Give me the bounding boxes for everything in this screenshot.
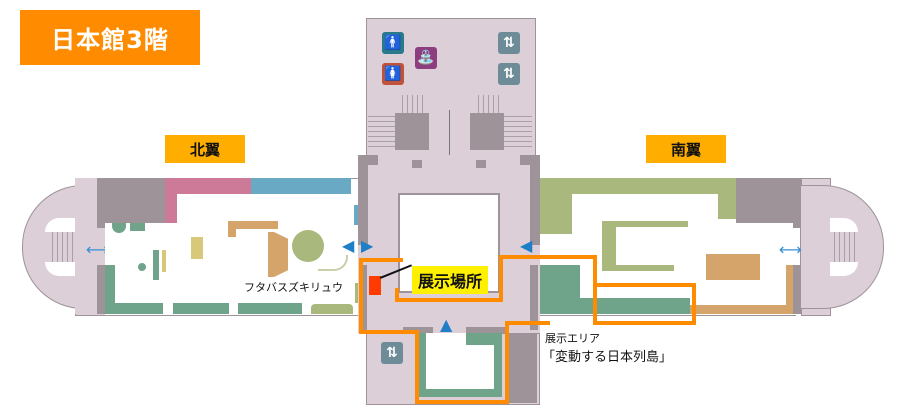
drinking-fountain-icon: ⛲ (415, 47, 437, 69)
exhibit-zone-olive (540, 178, 736, 194)
display-case (162, 250, 166, 272)
exhibit-zone-pink (165, 178, 251, 194)
exhibit-zone-green (540, 298, 690, 314)
exhibit-outline (505, 321, 550, 325)
wall (362, 265, 367, 330)
exhibit-zone-blue (251, 178, 351, 194)
wall (505, 333, 537, 403)
exhibit-outline (359, 258, 403, 334)
pillar (476, 160, 486, 168)
elevator-icon: ⇅ (381, 342, 403, 364)
north-wing-label: 北翼 (165, 135, 245, 163)
display-case (191, 237, 203, 259)
specimen-label: フタバスズキリュウ (244, 281, 343, 294)
staircase (48, 230, 76, 262)
display-case (602, 221, 688, 227)
display-wall (311, 304, 353, 314)
wall (466, 327, 506, 334)
wall (358, 155, 378, 165)
exhibit-area-title: 「変動する日本列島」 (542, 350, 673, 365)
wall (97, 178, 105, 228)
elevator-icon: ⇅ (498, 63, 520, 85)
stair-void (830, 262, 858, 276)
exhibit-zone-olive (718, 194, 736, 219)
staircase (830, 230, 856, 262)
left-arrow-icon: ◀ (342, 236, 355, 255)
south-wing-label: 南翼 (646, 135, 726, 163)
wall (520, 155, 540, 165)
display-wall (173, 303, 229, 314)
display-case (112, 223, 126, 233)
display-case (130, 223, 145, 231)
elevator-icon: ⇅ (498, 32, 520, 54)
floor-gap (426, 345, 494, 389)
exhibit-outline (499, 255, 597, 292)
display-case (602, 265, 674, 271)
exhibit-outline (359, 330, 419, 334)
display-wall (690, 305, 786, 314)
display-wall (355, 283, 358, 303)
wall (530, 155, 540, 245)
exhibit-location-label: 展示場所 (412, 266, 489, 294)
stairwell (470, 113, 504, 150)
two-way-arrow-icon: ⟷ (86, 240, 109, 259)
display-wall (105, 303, 163, 314)
display-case (706, 254, 760, 280)
exhibit-area-caption: 展示エリア (545, 332, 600, 345)
two-way-arrow-icon: ⟷ (779, 240, 802, 259)
display-case (602, 221, 616, 271)
left-arrow-icon: ◀ (520, 236, 533, 255)
staircase (398, 95, 424, 113)
exhibit-outline (415, 400, 509, 404)
stair-void (45, 218, 75, 232)
up-arrow-icon: ▲ (440, 315, 453, 334)
wall (105, 178, 165, 223)
staircase (474, 95, 500, 113)
stair-direction-line (449, 110, 450, 155)
display-case (138, 263, 146, 271)
exhibit-outline (395, 288, 503, 302)
exhibit-outline (505, 325, 509, 404)
display-case (228, 221, 278, 229)
wall (358, 155, 368, 245)
wall (530, 265, 538, 330)
stair-void (45, 262, 75, 276)
floor-title: 日本館3階 (20, 10, 200, 65)
wall (97, 265, 105, 314)
wall (793, 178, 801, 228)
display-wall (238, 303, 302, 314)
exhibit-zone-pink (165, 194, 177, 223)
display-case (228, 221, 236, 237)
display-wall (786, 265, 796, 314)
display-case (268, 232, 288, 277)
exhibit-zone-blue (354, 205, 358, 225)
mens-restroom-icon: 🚹 (382, 32, 404, 54)
display-case (153, 250, 159, 280)
womens-restroom-icon: 🚺 (382, 63, 404, 85)
stairwell (395, 113, 429, 150)
stair-void (830, 218, 858, 232)
display-wall (105, 265, 115, 314)
right-arrow-icon: ▶ (361, 236, 374, 255)
exhibit-zone-olive (540, 194, 572, 234)
exhibit-outline (593, 283, 696, 325)
exhibit-location-marker (369, 276, 381, 295)
wall (793, 265, 801, 314)
exhibit-outline (415, 330, 419, 404)
wall (736, 178, 796, 223)
pillar (412, 160, 422, 168)
